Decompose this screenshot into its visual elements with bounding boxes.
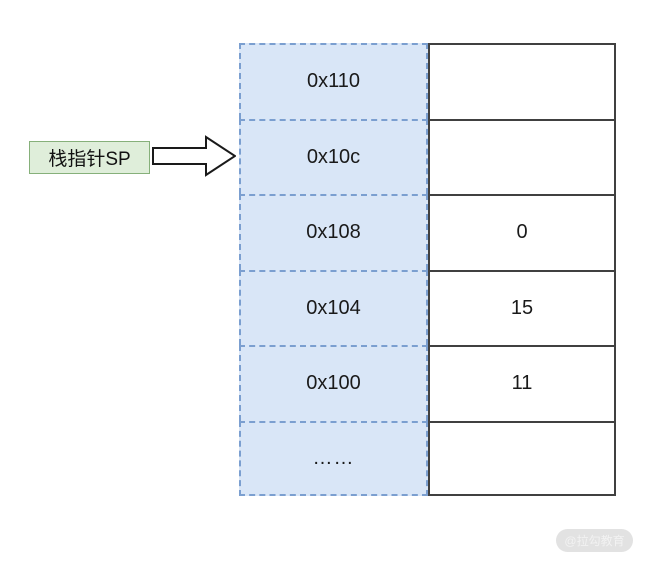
value-cell bbox=[428, 43, 616, 119]
address-cell-ellipsis: …… bbox=[239, 420, 428, 496]
value-cell: 15 bbox=[428, 269, 616, 345]
value-cell bbox=[428, 118, 616, 194]
value-cell: 11 bbox=[428, 345, 616, 421]
stack-pointer-label: 栈指针SP bbox=[29, 141, 150, 174]
address-cell: 0x100 bbox=[239, 345, 428, 421]
table-row: 0x100 11 bbox=[239, 345, 616, 421]
right-block-arrow bbox=[152, 134, 236, 178]
address-cell: 0x104 bbox=[239, 269, 428, 345]
table-row: 0x104 15 bbox=[239, 269, 616, 345]
watermark: @拉勾教育 bbox=[556, 529, 633, 552]
table-row: 0x110 bbox=[239, 43, 616, 119]
stack-table: 0x110 0x10c 0x108 0 0x104 15 0x100 11 …… bbox=[239, 43, 616, 496]
table-row: …… bbox=[239, 420, 616, 496]
table-row: 0x10c bbox=[239, 118, 616, 194]
address-cell: 0x108 bbox=[239, 194, 428, 270]
table-row: 0x108 0 bbox=[239, 194, 616, 270]
address-cell: 0x110 bbox=[239, 43, 428, 119]
address-cell: 0x10c bbox=[239, 118, 428, 194]
value-cell: 0 bbox=[428, 194, 616, 270]
value-cell bbox=[428, 420, 616, 496]
